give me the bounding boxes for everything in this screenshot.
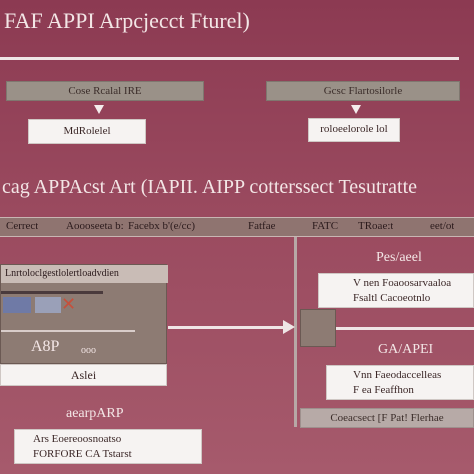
- bottom-left-white-node: Ars Eoereoosnoatso FORFORE CA Tstarst: [14, 429, 202, 464]
- left-down-arrow-icon: [94, 105, 104, 114]
- bottom-left-line-1: Ars Eoereoosnoatso: [33, 433, 122, 445]
- vertical-divider: [294, 237, 297, 427]
- right-mid-line-1: Vnn Faeodaccelleas: [353, 369, 442, 381]
- center-to-right-connector: [336, 327, 474, 330]
- left-panel-white-node: Aslei: [0, 364, 167, 386]
- right-bottom-bar: Coeacsect [F Pat! Flerhae: [300, 408, 474, 428]
- x-mark-icon: ✕: [61, 294, 77, 314]
- left-panel-stripe: [1, 291, 103, 294]
- top-left-white-node: MdRolelel: [28, 119, 146, 144]
- column-label-2: Aoooseeta b:: [66, 220, 124, 232]
- left-panel-chip-2: [35, 297, 61, 313]
- top-right-white-node: roloeelorole lol: [308, 118, 400, 142]
- left-to-right-connector: [168, 326, 286, 329]
- bottom-left-line-2: FORFORE CA Tstarst: [33, 448, 132, 460]
- column-label-7: eet/ot: [430, 220, 455, 232]
- top-connector-arrows: [94, 105, 361, 114]
- diagram-title: FAF APPI Arpcjecct Fturel): [4, 8, 250, 33]
- column-label-6: TRoae:t: [358, 220, 394, 232]
- right-top-label: Pes/aeel: [376, 250, 422, 265]
- right-arrowhead-icon: [283, 320, 295, 334]
- section-title: cag APPAcst Art (IAPII. AIPP cotterssect…: [2, 176, 418, 198]
- right-top-line-1: V nen Foaoosarvaaloa: [353, 277, 452, 289]
- top-right-node: Gcsc Flartosilorle: [266, 81, 460, 101]
- right-mid-line-2: F ea Feaffhon: [353, 384, 414, 396]
- left-panel: Lnrtoloclgestlolertloadvdien ✕ A8P ooo: [0, 264, 168, 364]
- top-left-node: Cose Rcalal IRE: [6, 81, 204, 101]
- bottom-left-label: aearpARP: [66, 406, 124, 421]
- left-panel-sublabel: ooo: [81, 345, 96, 356]
- left-panel-chip-1: [3, 297, 31, 313]
- column-label-5: FATC: [312, 220, 339, 232]
- right-top-line-2: Fsaltl Cacoeotnlo: [353, 292, 431, 304]
- column-label-1: Cerrect: [6, 220, 39, 232]
- column-header-bar: Cerrect Aoooseeta b: Facebx b'(e/cc) Fat…: [0, 217, 474, 237]
- right-mid-label: GA/APEI: [378, 342, 434, 357]
- center-square-node: [300, 309, 336, 347]
- left-panel-stripe-2: [1, 330, 135, 332]
- right-down-arrow-icon: [351, 105, 361, 114]
- header-divider: [0, 57, 459, 60]
- column-label-4: Fatfae: [248, 220, 276, 232]
- right-top-white-node: V nen Foaoosarvaaloa Fsaltl Cacoeotnlo: [318, 273, 474, 308]
- column-label-3: Facebx b'(e/cc): [128, 220, 196, 232]
- right-mid-white-node: Vnn Faeodaccelleas F ea Feaffhon: [326, 365, 474, 400]
- left-panel-label: A8P: [31, 338, 60, 355]
- left-panel-heading: Lnrtoloclgestlolertloadvdien: [1, 265, 168, 283]
